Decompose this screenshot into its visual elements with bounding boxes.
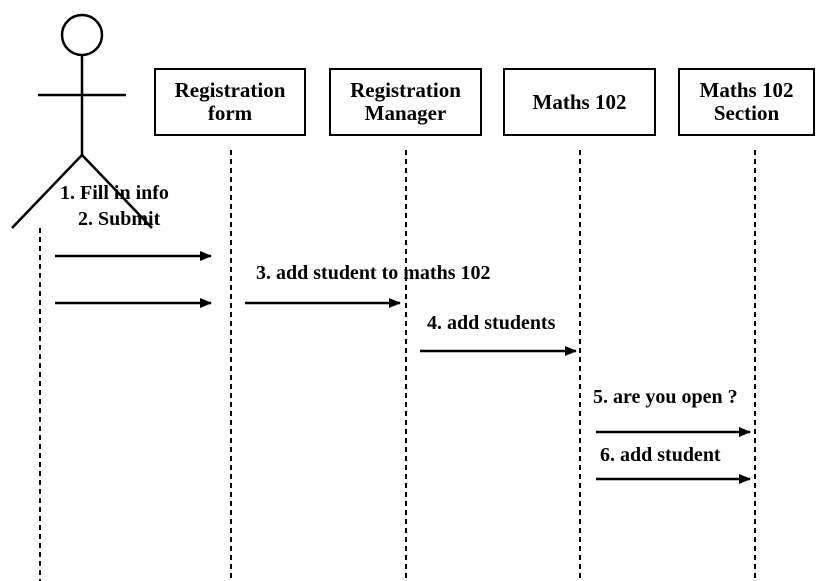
lifeline-box-maths-102: Maths 102: [503, 68, 656, 136]
lifeline-label-line: Registration: [174, 78, 286, 102]
lifeline-label-line: Section: [713, 101, 780, 125]
lifeline-label-line: Manager: [364, 101, 447, 125]
actor-right-leg: [81, 154, 153, 229]
lifeline-label-line: Registration: [350, 78, 461, 102]
message-label-submit: 2. Submit: [78, 208, 161, 230]
message-label-add-student: 6. add student: [600, 444, 721, 466]
message-label-are-you-open: 5. are you open ?: [593, 386, 738, 408]
actor-left-leg: [11, 154, 83, 229]
lifeline-box-maths-102-section: Maths 102 Section: [678, 68, 815, 136]
lifeline-label-line: form: [207, 101, 253, 125]
actor-head: [60, 13, 104, 57]
lifeline-box-registration-manager: Registration Manager: [329, 68, 482, 136]
message-label-add-students: 4. add students: [427, 312, 556, 334]
lifeline-label-line: Maths 102: [532, 89, 627, 114]
message-label-fill-in-info: 1. Fill in info: [60, 182, 169, 204]
actor-stick-figure: [11, 13, 153, 229]
lifeline-box-registration-form: Registration form: [154, 68, 306, 136]
message-label-add-student-to-maths-102: 3. add student to maths 102: [256, 262, 491, 284]
lifeline-label-line: Maths 102: [699, 78, 794, 102]
